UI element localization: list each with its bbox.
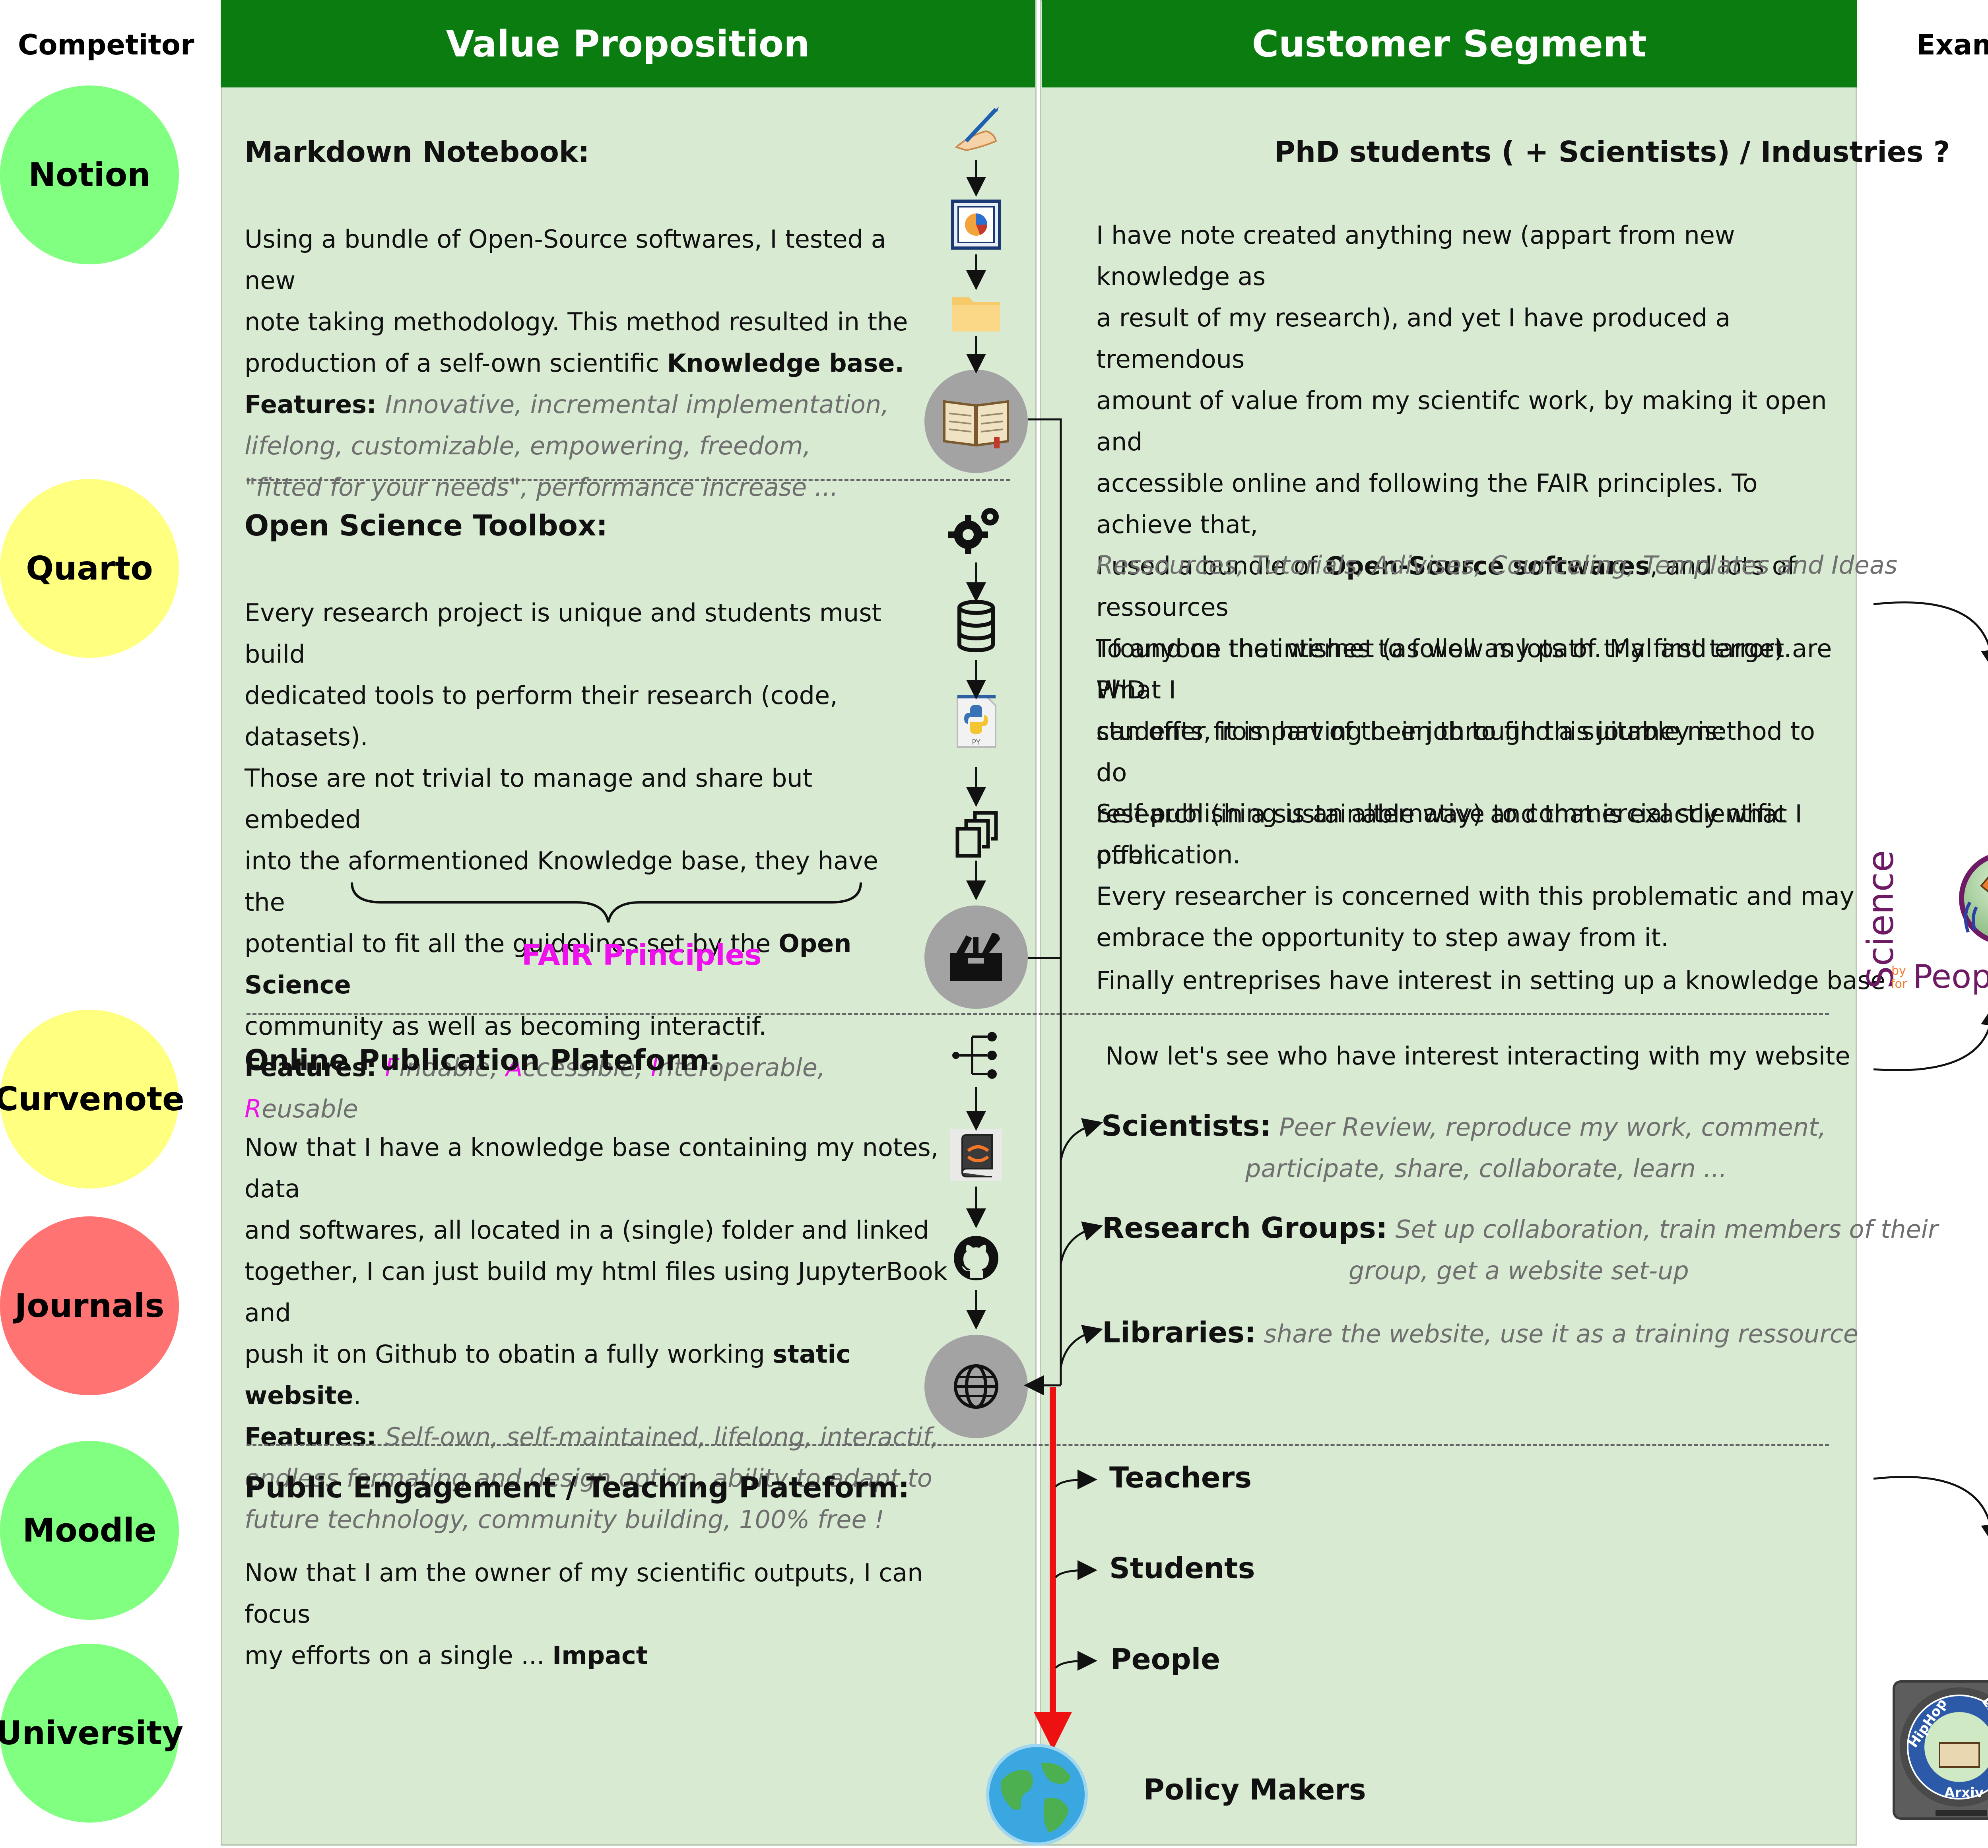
gears-icon xyxy=(946,499,1006,558)
segment-research-groups: Research Groups: Set up collaboration, t… xyxy=(1102,1211,1938,1285)
markdown-notebook-title: Markdown Notebook: xyxy=(245,135,590,169)
competitor-journals: Journals xyxy=(0,1216,179,1395)
segment-paragraph-3: Self-publishing is an alternative to com… xyxy=(1096,799,1854,952)
for-word: for xyxy=(1891,977,1907,991)
arxiv-word: Arxiv xyxy=(1944,1785,1984,1801)
segment-libraries: Libraries: share the website, use it as … xyxy=(1102,1316,1859,1349)
competitor-curvenote: Curvenote xyxy=(0,1010,184,1189)
flow-icon xyxy=(946,1026,1006,1085)
hiphop-living-arxiv-logo: HipHop Living Arxiv xyxy=(1892,1679,1988,1821)
customer-segment-panel xyxy=(1040,0,1857,1846)
people-word: People xyxy=(1913,958,1988,996)
jupyter-book-icon xyxy=(946,1125,1006,1185)
folder-icon xyxy=(946,282,1006,342)
value-proposition-panel xyxy=(221,0,1037,1846)
earth-icon xyxy=(985,1743,1089,1846)
python-file-icon: PY xyxy=(946,692,1006,751)
publication-text: Now that I have a knowledge base contain… xyxy=(245,1133,947,1534)
segment-students: Students xyxy=(1109,1551,1255,1585)
separator-2 xyxy=(247,1013,1829,1015)
segment-title: PhD students ( + Scientists) / Industrie… xyxy=(1274,135,1950,169)
value-proposition-title: Value Proposition xyxy=(221,0,1035,87)
toolbox-icon xyxy=(924,906,1028,1009)
separator-3 xyxy=(247,1444,1829,1446)
segment-teachers: Teachers xyxy=(1109,1461,1252,1494)
separator-1 xyxy=(247,479,1010,481)
segment-scientists: Scientists: Peer Review, reproduce my wo… xyxy=(1101,1109,1826,1183)
fair-principles-label: FAIR Principles xyxy=(522,938,762,972)
competitor-notion: Notion xyxy=(0,85,179,264)
markdown-notebook-text: Using a bundle of Open-Source softwares,… xyxy=(245,225,908,502)
copy-icon xyxy=(946,805,1006,865)
book-icon xyxy=(924,370,1028,473)
segment-website-intro: Now let's see who have interest interact… xyxy=(1105,1041,1850,1070)
competitor-quarto: Quarto xyxy=(0,479,179,658)
database-icon xyxy=(946,596,1006,656)
segment-paragraph-2: To anyone that wishes to follow my path.… xyxy=(1096,634,1832,870)
publication-title: Online Publication Plateform: xyxy=(245,1043,721,1077)
segment-people: People xyxy=(1110,1642,1221,1676)
competitor-moodle: Moodle xyxy=(0,1441,179,1620)
toolbox-title: Open Science Toolbox: xyxy=(245,509,608,542)
competitor-university: University xyxy=(0,1644,183,1823)
segment-policy-makers: Policy Makers xyxy=(1143,1773,1366,1806)
segment-paragraph-4: Finally entreprises have interest in set… xyxy=(1096,966,1885,995)
github-icon xyxy=(946,1228,1006,1288)
customer-segment-title: Customer Segment xyxy=(1042,0,1857,87)
svg-text:PY: PY xyxy=(972,738,980,747)
engagement-text: Now that I am the owner of my scientific… xyxy=(245,1558,923,1670)
by-word: by xyxy=(1891,964,1906,978)
competitor-header: Competitor xyxy=(18,29,194,61)
science-by-for-people-logo: Science by for People xyxy=(1860,835,1988,1002)
segment-offer: Ressources, Tutorials, Adivises, Councel… xyxy=(1096,551,1898,580)
globe-icon xyxy=(924,1335,1028,1438)
chart-icon xyxy=(946,195,1006,254)
hand-writing-icon xyxy=(946,99,1006,159)
segment-paragraph-1: I have note created anything new (appart… xyxy=(1096,221,1827,746)
toolbox-text: Every research project is unique and stu… xyxy=(245,598,881,1123)
engagement-title: Public Engagement / Teaching Plateform: xyxy=(245,1471,910,1504)
example-header: Example xyxy=(1916,29,1988,61)
